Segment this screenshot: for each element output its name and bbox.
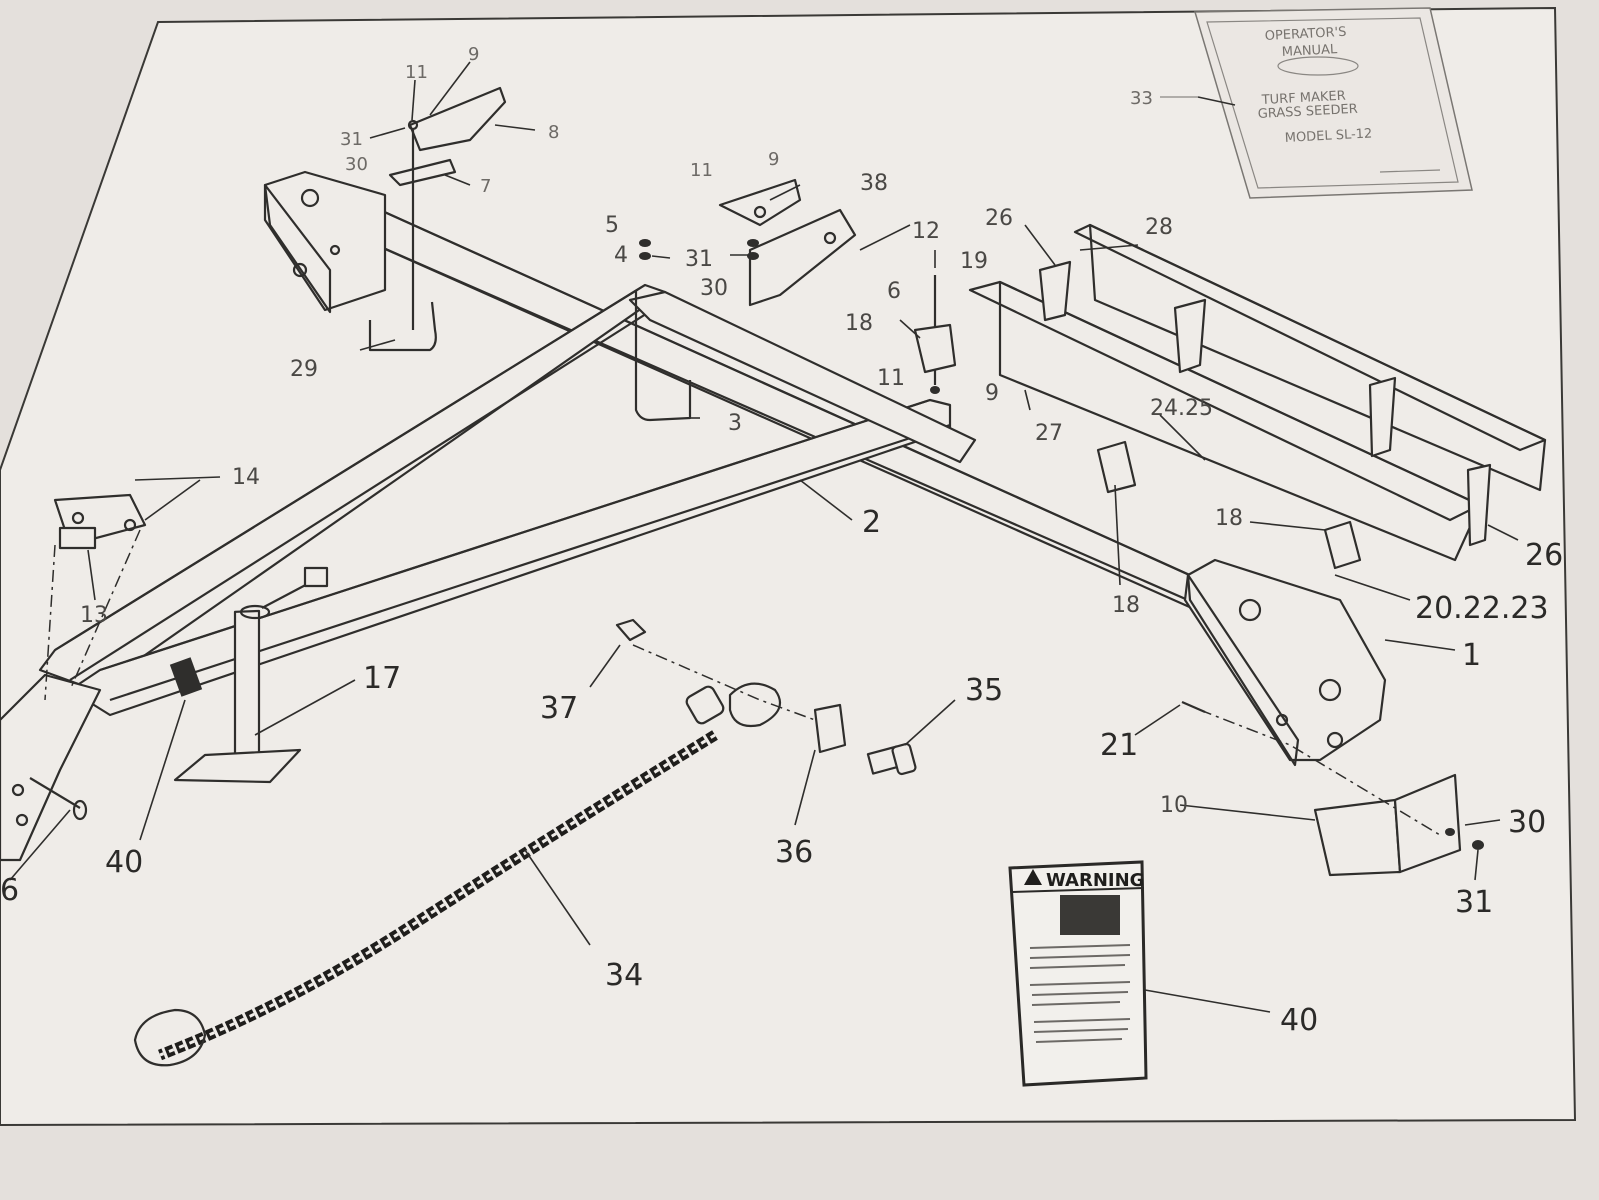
u-bolt-29 xyxy=(368,301,437,352)
svg-text:OPERATOR'S: OPERATOR'S xyxy=(1264,25,1346,44)
upper-mount-plate-left xyxy=(388,86,507,330)
label-9-top: 9 xyxy=(468,44,479,65)
label-29: 29 xyxy=(290,357,318,382)
label-26-right: 26 xyxy=(1525,538,1563,573)
label-38: 38 xyxy=(860,171,888,196)
hitch-assembly xyxy=(0,673,102,862)
warning-title: WARNING xyxy=(1046,870,1144,891)
label-13: 13 xyxy=(80,603,108,628)
label-35: 35 xyxy=(965,673,1003,708)
right-end-plate xyxy=(1183,558,1387,767)
svg-text:MODEL SL-12: MODEL SL-12 xyxy=(1284,126,1372,146)
label-20-22-23: 20.22.23 xyxy=(1415,591,1549,626)
label-18-center: 18 xyxy=(1112,593,1140,618)
hitch-centerline-right xyxy=(69,529,141,691)
label-27: 27 xyxy=(1035,421,1063,446)
bracket-18-right xyxy=(1323,520,1362,570)
label-31-top: 31 xyxy=(340,129,363,150)
label-17: 17 xyxy=(363,661,401,696)
label-8: 8 xyxy=(548,122,559,143)
label-30-center: 30 xyxy=(700,276,728,301)
seed-box-supports xyxy=(1038,260,1492,547)
bolt-stack-center xyxy=(639,239,759,260)
label-5: 5 xyxy=(605,213,619,238)
bracket-18-center xyxy=(1096,440,1137,494)
label-24-25: 24.25 xyxy=(1150,396,1213,421)
label-26-upper: 26 xyxy=(985,206,1013,231)
warning-decal: WARNING xyxy=(1008,860,1148,1087)
label-40-decal: 40 xyxy=(1280,1003,1318,1038)
label-19: 19 xyxy=(960,249,988,274)
warning-triangle-icon xyxy=(1024,869,1042,885)
hitch-centerline-left xyxy=(44,544,56,701)
bolt-21 xyxy=(1181,700,1206,714)
label-7: 7 xyxy=(480,176,491,197)
upper-mount-plate-center xyxy=(718,178,857,307)
label-36: 36 xyxy=(775,835,813,870)
label-11-center: 11 xyxy=(690,160,713,181)
label-6-hitch: 6 xyxy=(0,873,19,908)
label-2: 2 xyxy=(862,505,881,540)
label-18-right: 18 xyxy=(1215,506,1243,531)
operators-manual: OPERATOR'S MANUAL TURF MAKER GRASS SEEDE… xyxy=(1194,7,1473,199)
label-37: 37 xyxy=(540,691,578,726)
hitch-clevis xyxy=(53,493,147,550)
label-33: 33 xyxy=(1130,88,1153,109)
label-6-upper: 6 xyxy=(887,279,901,304)
label-4: 4 xyxy=(614,243,628,268)
bracket-10 xyxy=(1313,773,1484,877)
label-1: 1 xyxy=(1462,638,1481,673)
tongue-decal xyxy=(169,657,203,697)
label-30-right: 30 xyxy=(1508,805,1546,840)
u-bolt-3 xyxy=(634,290,692,422)
tongue-cross-member xyxy=(628,290,977,464)
leader-lines xyxy=(9,61,1519,1013)
jack-stand xyxy=(173,566,329,784)
label-31-center: 31 xyxy=(685,247,713,272)
left-end-bracket xyxy=(263,170,387,314)
label-18-upper: 18 xyxy=(845,311,873,336)
bolt-path-21 xyxy=(1199,709,1441,836)
label-12: 12 xyxy=(912,219,940,244)
label-21: 21 xyxy=(1100,728,1138,763)
label-9-center: 9 xyxy=(768,149,779,170)
label-11-lower: 11 xyxy=(877,366,905,391)
label-30-top: 30 xyxy=(345,154,368,175)
label-40-tongue: 40 xyxy=(105,845,143,880)
svg-text:MANUAL: MANUAL xyxy=(1281,42,1338,60)
svg-text:GRASS SEEDER: GRASS SEEDER xyxy=(1257,102,1358,122)
part-labels: 1 2 3 4 5 6 6 7 8 9 9 9 10 11 11 11 12 1… xyxy=(0,44,1563,1038)
label-9-lower: 9 xyxy=(985,381,999,406)
label-10: 10 xyxy=(1160,793,1188,818)
label-31-right: 31 xyxy=(1455,885,1493,920)
safety-chain-assembly xyxy=(133,618,917,1067)
svg-text:TURF MAKER: TURF MAKER xyxy=(1260,89,1346,108)
label-3: 3 xyxy=(728,411,742,436)
label-11-top: 11 xyxy=(405,62,428,83)
bracket-19 xyxy=(913,275,957,394)
label-28: 28 xyxy=(1145,215,1173,240)
seed-box-28 xyxy=(1073,223,1547,492)
label-14: 14 xyxy=(232,465,260,490)
label-34: 34 xyxy=(605,958,643,993)
